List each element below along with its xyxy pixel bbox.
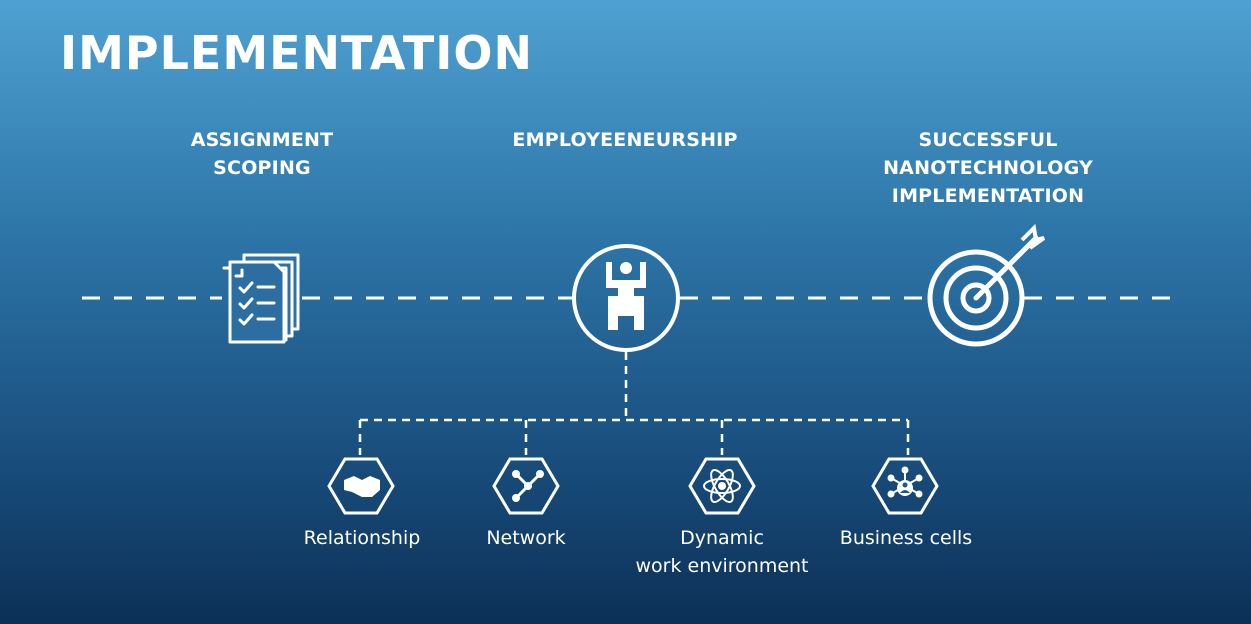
business-cells-icon: [871, 457, 939, 515]
target-arrow-icon: [927, 223, 1046, 347]
handshake-icon: [327, 457, 395, 515]
stage-label-assignment-scoping: ASSIGNMENT SCOPING: [190, 129, 334, 179]
stage-label-employeeneurship: EMPLOYEENEURSHIP: [512, 129, 738, 151]
sub-label-dynamic-work-environment: Dynamic work environment: [635, 527, 809, 577]
page-title: IMPLEMENTATION: [60, 26, 533, 80]
branch-connectors: [358, 352, 910, 455]
network-nodes-icon: [492, 457, 560, 515]
checklist-documents-icon: [222, 253, 300, 344]
person-arms-up-icon: [572, 244, 680, 352]
sub-label-network: Network: [486, 527, 566, 549]
atom-icon: [688, 457, 756, 515]
sub-label-relationship: Relationship: [303, 527, 421, 549]
stage-label-successful-implementation: SUCCESSFUL NANOTECHNOLOGY IMPLEMENTATION: [883, 129, 1093, 207]
sub-label-business-cells: Business cells: [839, 527, 973, 549]
